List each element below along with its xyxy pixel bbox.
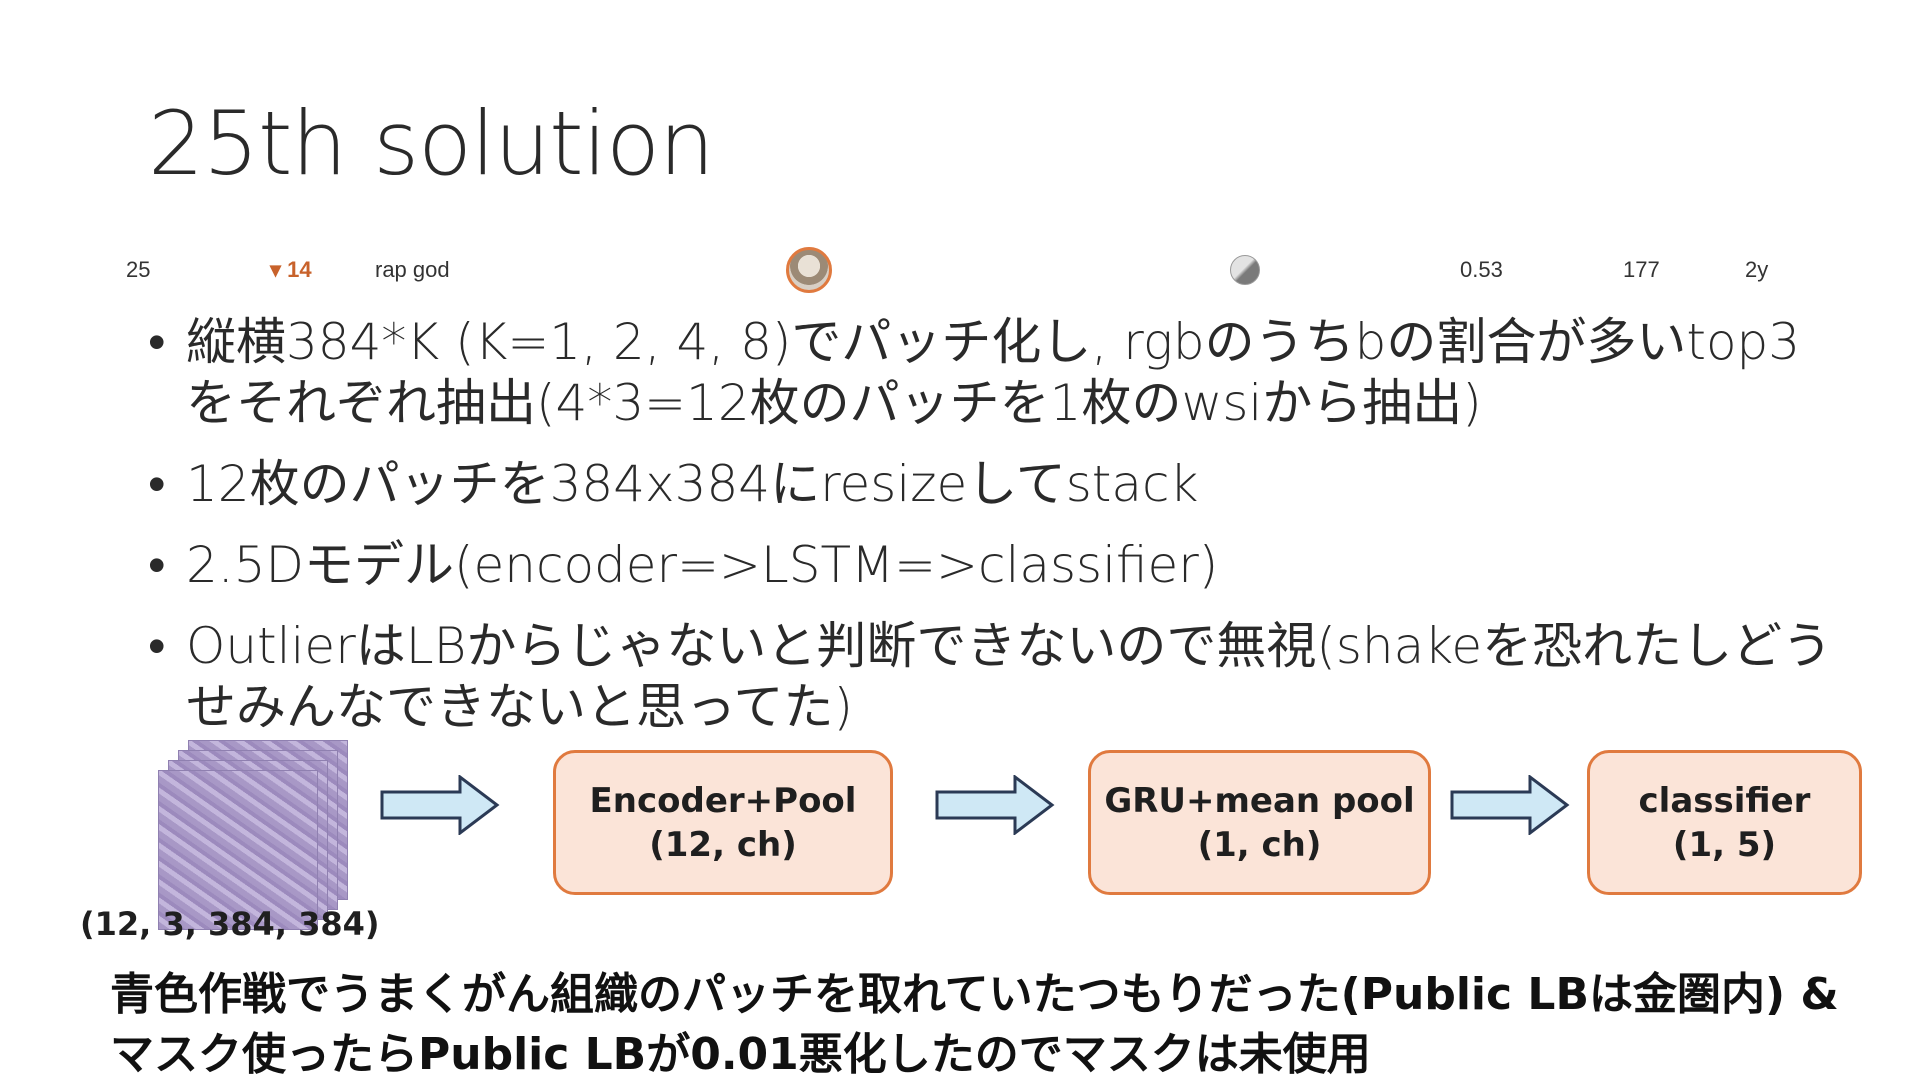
bullet-dot-icon: • xyxy=(148,617,166,675)
classifier-block: classifier (1, 5) xyxy=(1587,750,1862,895)
model-pipeline-diagram: Encoder+Pool (12, ch) GRU+mean pool (1, … xyxy=(0,740,1920,940)
bullet-list: • 縦横384*K (K=1, 2, 4, 8)でパッチ化し, rgbのうちbの割… xyxy=(148,312,1848,758)
bullet-item: • 縦横384*K (K=1, 2, 4, 8)でパッチ化し, rgbのうちbの割… xyxy=(148,312,1848,434)
right-arrow-icon xyxy=(1450,775,1570,835)
encoder-pool-block: Encoder+Pool (12, ch) xyxy=(553,750,893,895)
avatar[interactable] xyxy=(786,247,832,293)
bullet-item: • 2.5Dモデル(encoder=>LSTM=>classifier) xyxy=(148,535,1848,596)
leaderboard-row[interactable]: 25 ▾ 14 rap god 0.53 177 2y xyxy=(0,245,1920,295)
right-arrow-icon xyxy=(380,775,500,835)
rank-value: 25 xyxy=(126,257,151,282)
patch-tile xyxy=(158,770,318,930)
rank-delta: ▾ 14 xyxy=(270,257,312,283)
block-shape: (1, 5) xyxy=(1672,824,1777,865)
rank-delta-value: 14 xyxy=(287,257,312,282)
bullet-dot-icon: • xyxy=(148,455,166,513)
silver-medal-icon xyxy=(1230,255,1260,285)
score-value: 0.53 xyxy=(1460,257,1503,282)
last-submission: 2y xyxy=(1745,257,1769,282)
bullet-text: 2.5Dモデル(encoder=>LSTM=>classifier) xyxy=(186,536,1219,594)
slide-title: 25th solution xyxy=(148,92,715,195)
bullet-text: OutlierはLBからじゃないと判断できないので無視(shakeを恐れたしどう… xyxy=(186,617,1833,736)
bullet-text: 縦横384*K (K=1, 2, 4, 8)でパッチ化し, rgbのうちbの割合… xyxy=(186,313,1801,432)
input-shape-label: (12, 3, 384, 384) xyxy=(80,905,380,943)
team-name[interactable]: rap god xyxy=(375,257,450,282)
bullet-text: 12枚のパッチを384x384にresizeしてstack xyxy=(186,455,1199,513)
block-name: Encoder+Pool xyxy=(589,780,857,821)
block-name: GRU+mean pool xyxy=(1104,780,1415,821)
block-name: classifier xyxy=(1638,780,1811,821)
gru-mean-pool-block: GRU+mean pool (1, ch) xyxy=(1088,750,1431,895)
bullet-item: • 12枚のパッチを384x384にresizeしてstack xyxy=(148,454,1848,515)
block-shape: (12, ch) xyxy=(649,824,797,865)
bullet-dot-icon: • xyxy=(148,536,166,594)
entries-count: 177 xyxy=(1623,257,1660,282)
bullet-item: • OutlierはLBからじゃないと判断できないので無視(shakeを恐れたしど… xyxy=(148,616,1848,738)
caret-down-icon: ▾ xyxy=(270,257,282,282)
summary-note: 青色作戦でうまくがん組織のパッチを取れていたつもりだった(Public LBは金… xyxy=(110,969,1839,1080)
right-arrow-icon xyxy=(935,775,1055,835)
block-shape: (1, ch) xyxy=(1197,824,1322,865)
bullet-dot-icon: • xyxy=(148,313,166,371)
